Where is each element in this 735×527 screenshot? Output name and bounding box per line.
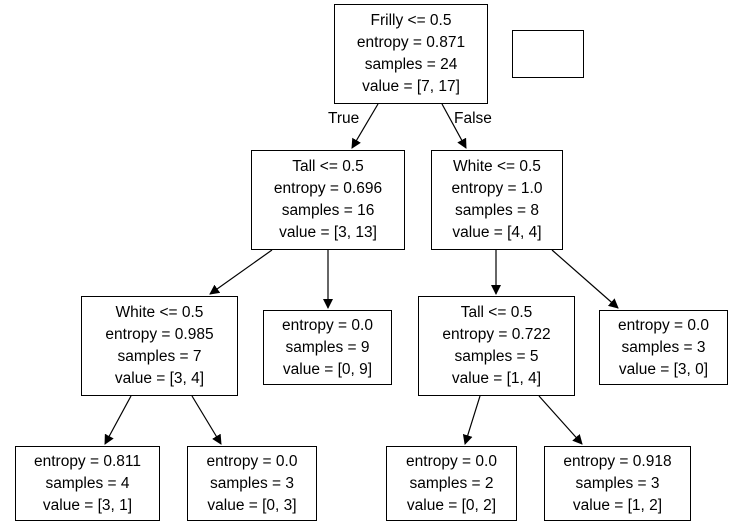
- tree-node-root: Frilly <= 0.5 entropy = 0.871 samples = 24…: [334, 4, 488, 104]
- node-line: value = [0, 3]: [207, 496, 297, 514]
- node-line: samples = 9: [285, 338, 370, 356]
- tree-node-n1: Tall <= 0.5 entropy = 0.696 samples = 16 va…: [251, 150, 405, 250]
- node-line: samples = 5: [454, 348, 539, 365]
- node-line: entropy = 0.0: [206, 452, 298, 470]
- edge-n1-n3: [209, 249, 273, 295]
- node-line: value = [0, 2]: [406, 496, 497, 514]
- tree-node-n9: entropy = 0.0 samples = 2 value = [0, 2]: [386, 446, 517, 521]
- node-line: Frilly <= 0.5: [370, 12, 452, 29]
- node-line: samples = 7: [117, 348, 202, 365]
- node-line: entropy = 0.871: [356, 34, 466, 51]
- node-line: entropy = 0.811: [33, 452, 141, 470]
- tree-node-n2: White <= 0.5 entropy = 1.0 samples = 8 valu…: [431, 150, 563, 250]
- node-line: entropy = 0.0: [282, 316, 373, 334]
- edge-n2-n6: [551, 249, 619, 309]
- node-line: value = [3, 1]: [42, 496, 133, 514]
- edge-label-true: True: [328, 110, 360, 127]
- node-line: entropy = 0.918: [563, 452, 672, 470]
- node-line: Tall <= 0.5: [460, 304, 533, 321]
- node-line: White <= 0.5: [453, 158, 541, 175]
- node-line: entropy = 0.985: [105, 326, 214, 343]
- tree-node-n7: entropy = 0.811 samples = 4 value = [3, 1]: [15, 446, 160, 521]
- node-line: samples = 4: [45, 474, 130, 492]
- edge-label-false: False: [454, 110, 492, 127]
- edge-n3-n7: [104, 395, 132, 445]
- node-line: samples = 2: [409, 474, 494, 492]
- node-line: samples = 3: [621, 338, 706, 356]
- edge-root-n2: [441, 103, 467, 149]
- legend-box: [512, 30, 584, 78]
- node-line: entropy = 0.0: [406, 452, 497, 470]
- node-line: samples = 3: [575, 474, 660, 492]
- node-line: entropy = 1.0: [451, 180, 543, 197]
- node-line: value = [0, 9]: [282, 360, 373, 378]
- node-line: value = [3, 0]: [618, 360, 709, 378]
- tree-node-n4: entropy = 0.0 samples = 9 value = [0, 9]: [263, 310, 392, 385]
- edge-n5-n10: [538, 395, 583, 445]
- node-line: samples = 8: [454, 202, 539, 219]
- node-line: value = [3, 13]: [279, 224, 377, 241]
- node-line: entropy = 0.696: [273, 180, 383, 197]
- edge-n5-n9: [462, 395, 481, 445]
- tree-node-n5: Tall <= 0.5 entropy = 0.722 samples = 5 val…: [418, 296, 575, 396]
- tree-node-n6: entropy = 0.0 samples = 3 value = [3, 0]: [599, 310, 728, 385]
- node-line: White <= 0.5: [115, 304, 204, 321]
- node-line: value = [4, 4]: [452, 224, 542, 241]
- tree-node-n8: entropy = 0.0 samples = 3 value = [0, 3]: [187, 446, 317, 521]
- node-line: samples = 16: [281, 202, 375, 219]
- node-line: value = [3, 4]: [114, 370, 205, 387]
- node-line: samples = 24: [364, 56, 458, 73]
- node-line: samples = 3: [209, 474, 294, 492]
- edge-root-n1: [351, 103, 379, 149]
- node-line: value = [7, 17]: [362, 78, 460, 95]
- edge-n3-n8: [191, 395, 222, 445]
- tree-node-n3: White <= 0.5 entropy = 0.985 samples = 7 va…: [81, 296, 238, 396]
- node-line: entropy = 0.722: [442, 326, 551, 343]
- node-line: entropy = 0.0: [618, 316, 709, 334]
- node-line: value = [1, 2]: [572, 496, 663, 514]
- tree-node-n10: entropy = 0.918 samples = 3 value = [1, 2]: [544, 446, 691, 521]
- node-line: Tall <= 0.5: [292, 158, 364, 175]
- node-line: value = [1, 4]: [451, 370, 542, 387]
